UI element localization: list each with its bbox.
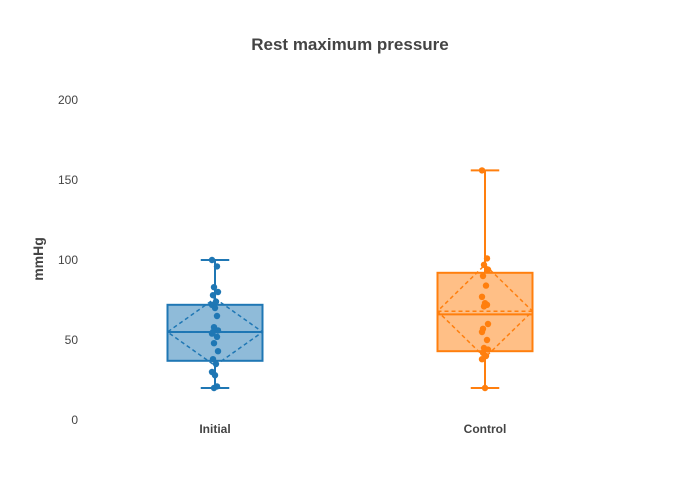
box-series-1: [166, 256, 264, 392]
y-axis-label: mmHg: [30, 237, 46, 281]
y-tick-label: 150: [58, 173, 78, 187]
data-point: [209, 292, 217, 299]
data-point: [480, 303, 488, 310]
data-point: [478, 167, 486, 174]
data-point: [210, 384, 218, 392]
y-tick-label: 100: [58, 253, 78, 267]
data-point: [208, 330, 216, 337]
data-point: [210, 340, 218, 347]
data-point: [481, 384, 489, 392]
sd-diamond: [436, 263, 534, 359]
data-point: [484, 346, 492, 353]
data-point: [478, 293, 486, 300]
data-point: [209, 356, 217, 363]
chart-title: Rest maximum pressure: [251, 35, 448, 54]
data-point: [212, 360, 220, 368]
box-series-2: [436, 167, 534, 392]
x-tick-label: Initial: [199, 422, 230, 436]
data-point: [213, 263, 221, 270]
y-axis-ticks: 0 50 100 150 200: [58, 93, 78, 427]
data-point: [208, 256, 216, 264]
box-series-group: [166, 167, 534, 392]
data-point: [484, 266, 492, 273]
data-point: [482, 282, 490, 289]
data-point: [484, 320, 492, 328]
x-tick-label: Control: [464, 422, 507, 436]
y-tick-label: 50: [65, 333, 79, 347]
data-point: [480, 261, 488, 268]
sd-diamond: [166, 297, 264, 367]
data-point: [478, 328, 486, 336]
data-point: [211, 304, 219, 312]
data-point: [214, 288, 222, 296]
data-point: [213, 312, 221, 320]
x-axis-ticks: Initial Control: [199, 422, 506, 436]
data-point: [214, 327, 222, 334]
data-point: [211, 372, 219, 379]
data-point: [479, 272, 487, 280]
y-tick-label: 200: [58, 93, 78, 107]
data-point: [478, 356, 486, 363]
data-point: [483, 255, 491, 262]
data-point: [214, 348, 222, 355]
data-point: [213, 333, 221, 340]
y-tick-label: 0: [71, 413, 78, 427]
data-point: [483, 336, 491, 344]
data-point: [210, 284, 218, 291]
